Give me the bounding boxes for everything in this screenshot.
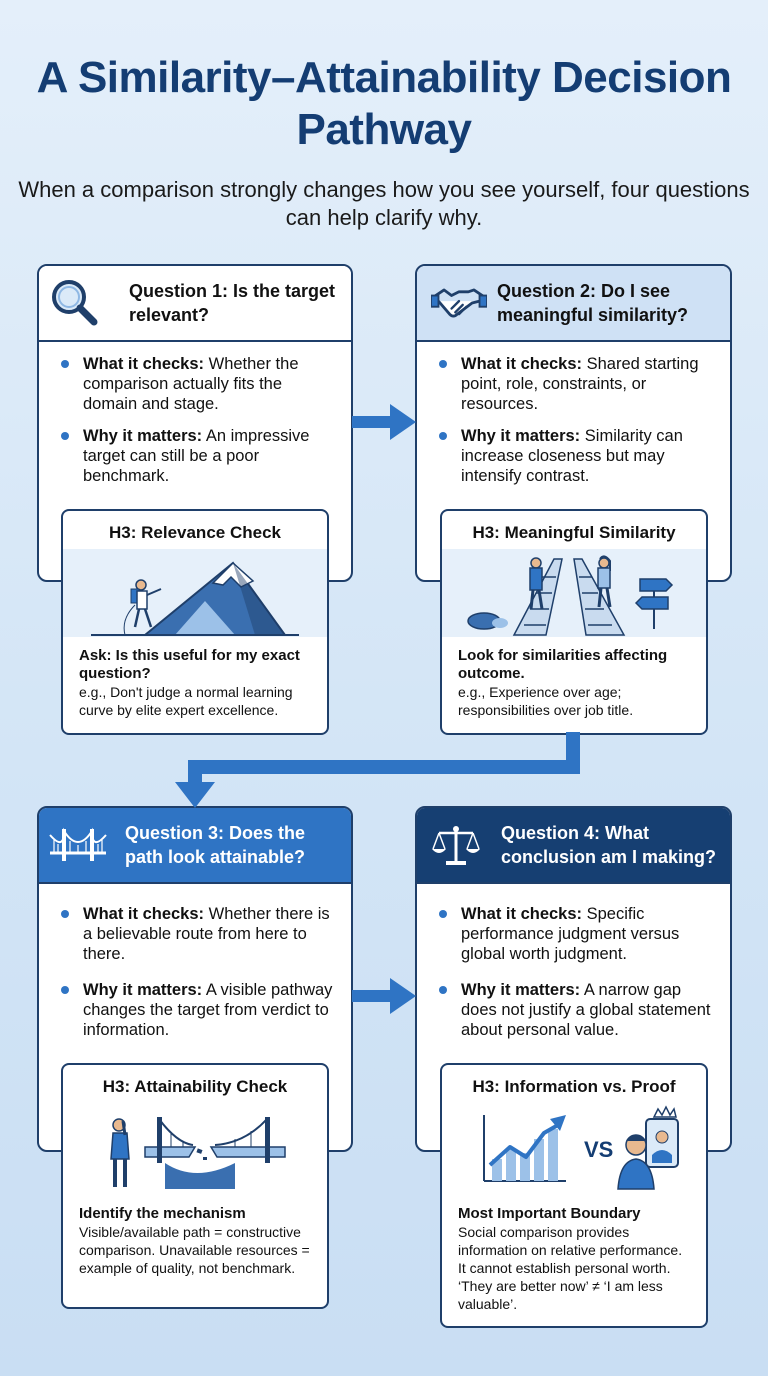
question-card-1: Question 1: Is the target relevant? What…: [37, 264, 353, 582]
page-subtitle: When a comparison strongly changes how y…: [18, 177, 750, 230]
checks-text: Shared starting point, role, constraints…: [461, 355, 699, 413]
matters-label: Why it matters:: [461, 981, 581, 999]
matters-text: Similarity can increase closeness but ma…: [461, 427, 683, 485]
magnifier-icon: [39, 268, 109, 338]
vs-label: VS: [584, 1137, 613, 1162]
question-3-header: Question 3: Does the path look attainabl…: [39, 808, 351, 884]
information-vs-proof-prompt: Most Important Boundary: [458, 1205, 641, 1222]
question-2-title: Question 2: Do I see meaningful similari…: [497, 281, 689, 325]
handshake-icon: [417, 268, 487, 338]
question-1-title: Question 1: Is the target relevant?: [129, 281, 336, 325]
bullet-checks: What it checks: Whether the comparison a…: [61, 354, 333, 414]
question-3-bullets: What it checks: Whether there is a belie…: [39, 904, 351, 1052]
bullet-dot: [439, 360, 447, 368]
page-title: A Similarity–Attainability Decision Path…: [36, 53, 732, 154]
question-4-title: Question 4: What conclusion am I making?: [501, 823, 717, 867]
arrow-q1-to-q2: [352, 404, 416, 440]
bullet-dot: [439, 910, 447, 918]
bullet-matters: Why it matters: A narrow gap does not ju…: [439, 980, 712, 1040]
mountain-climber-illustration: [63, 549, 327, 637]
bullet-matters: Why it matters: A visible pathway change…: [61, 980, 333, 1040]
arrow-q3-to-q4: [352, 978, 416, 1014]
bullet-checks: What it checks: Shared starting point, r…: [439, 354, 712, 414]
relevance-check-title: H3: Relevance Check: [109, 523, 281, 542]
checks-label: What it checks:: [83, 905, 205, 923]
bridge-icon: [39, 810, 109, 880]
matters-text: A narrow gap does not justify a global s…: [461, 981, 711, 1039]
bullet-matters: Why it matters: An impressive target can…: [61, 426, 333, 486]
checks-text: Specific performance judgment versus glo…: [461, 905, 680, 963]
arrow-q2-to-q3: [175, 732, 580, 808]
matters-text: An impressive target can still be a poor…: [83, 427, 310, 485]
checks-label: What it checks:: [461, 905, 583, 923]
meaningful-similarity-panel: H3: Meaningful Similarity Look fo: [440, 509, 708, 735]
checks-text: Whether the comparison actually fits the…: [83, 355, 299, 413]
bullet-dot: [439, 986, 447, 994]
meaningful-similarity-example: e.g., Experience over age; responsibilit…: [458, 684, 634, 718]
information-vs-proof-panel: H3: Information vs. Proof VS Most Import…: [440, 1063, 708, 1328]
checks-label: What it checks:: [83, 355, 205, 373]
bullet-checks: What it checks: Specific performance jud…: [439, 904, 712, 964]
checks-label: What it checks:: [461, 355, 583, 373]
question-4-header: Question 4: What conclusion am I making?: [417, 808, 730, 884]
question-3-title: Question 3: Does the path look attainabl…: [125, 823, 306, 867]
bullet-dot: [61, 360, 69, 368]
information-vs-proof-text: Social comparison provides information o…: [458, 1224, 683, 1312]
matters-text: A visible pathway changes the target fro…: [83, 981, 333, 1039]
growth-vs-mirror-illustration: VS: [442, 1103, 706, 1191]
meaningful-similarity-title: H3: Meaningful Similarity: [472, 523, 676, 542]
matters-label: Why it matters:: [83, 981, 203, 999]
parallel-tracks-illustration: [442, 549, 706, 637]
question-1-bullets: What it checks: Whether the comparison a…: [39, 354, 351, 498]
relevance-check-prompt: Ask: Is this useful for my exact questio…: [79, 647, 300, 682]
attainability-check-prompt: Identify the mechanism: [79, 1205, 246, 1222]
question-2-bullets: What it checks: Shared starting point, r…: [417, 354, 730, 498]
relevance-check-example: e.g., Don't judge a normal learning curv…: [79, 684, 293, 718]
matters-label: Why it matters:: [83, 427, 203, 445]
attainability-check-title: H3: Attainability Check: [102, 1077, 288, 1096]
question-1-header: Question 1: Is the target relevant?: [39, 266, 351, 342]
matters-label: Why it matters:: [461, 427, 581, 445]
scales-icon: [417, 810, 487, 880]
question-2-header: Question 2: Do I see meaningful similari…: [417, 266, 730, 342]
bullet-dot: [439, 432, 447, 440]
bullet-checks: What it checks: Whether there is a belie…: [61, 904, 333, 964]
bullet-dot: [61, 986, 69, 994]
broken-bridge-illustration: [63, 1103, 327, 1191]
attainability-check-example: Visible/available path = constructive co…: [79, 1224, 310, 1276]
question-4-bullets: What it checks: Specific performance jud…: [417, 904, 730, 1052]
attainability-check-panel: H3: Attainability Check Identify the mec…: [61, 1063, 329, 1309]
bullet-dot: [61, 432, 69, 440]
bullet-matters: Why it matters: Similarity can increase …: [439, 426, 712, 486]
bullet-dot: [61, 910, 69, 918]
relevance-check-panel: H3: Relevance Check Ask: Is this useful …: [61, 509, 329, 735]
checks-text: Whether there is a believable route from…: [83, 905, 330, 963]
information-vs-proof-title: H3: Information vs. Proof: [472, 1077, 676, 1096]
meaningful-similarity-prompt: Look for similarities affecting outcome.: [458, 647, 668, 682]
